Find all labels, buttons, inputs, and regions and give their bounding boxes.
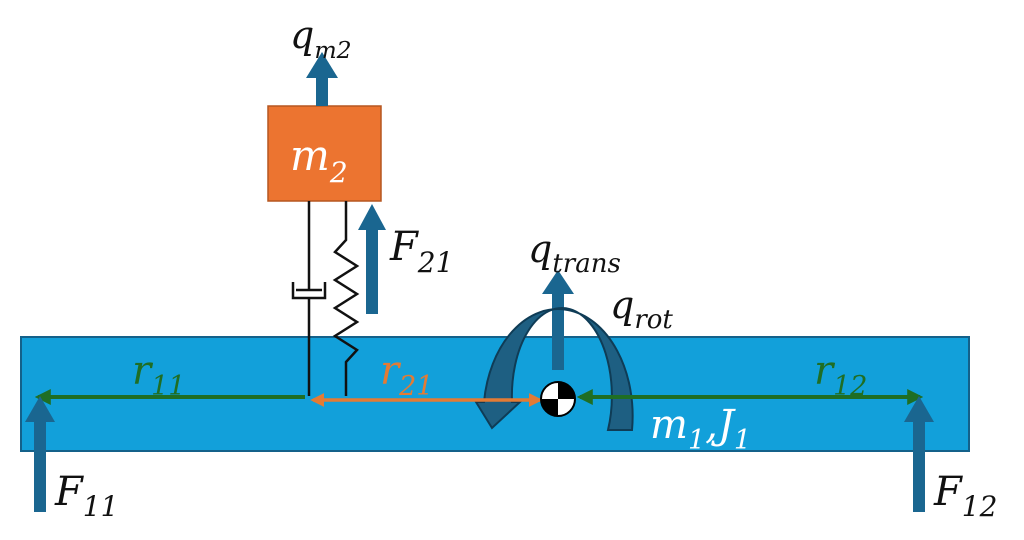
q-trans-arrow bbox=[542, 270, 574, 370]
label-q-trans: qtrans bbox=[528, 227, 621, 279]
label-m1-J1: m1,J1 bbox=[650, 402, 751, 456]
label-F11: F11 bbox=[54, 469, 118, 523]
label-q-m2: qm2 bbox=[290, 13, 352, 64]
label-q-rot: qrot bbox=[610, 283, 673, 335]
label-r12: r12 bbox=[814, 348, 867, 402]
q-m2-arrow bbox=[306, 52, 338, 106]
label-F21: F21 bbox=[389, 224, 453, 279]
mass-m2-block bbox=[267, 105, 382, 202]
F21-arrow bbox=[358, 204, 386, 314]
label-r11: r11 bbox=[132, 348, 185, 402]
label-F12: F12 bbox=[933, 469, 997, 523]
F12-arrow bbox=[904, 396, 934, 512]
spring bbox=[332, 201, 360, 396]
label-m2: m2 bbox=[290, 131, 348, 189]
center-of-gravity-icon bbox=[540, 381, 576, 417]
label-r21: r21 bbox=[380, 348, 433, 402]
F11-arrow bbox=[25, 396, 55, 512]
damper bbox=[291, 201, 327, 396]
